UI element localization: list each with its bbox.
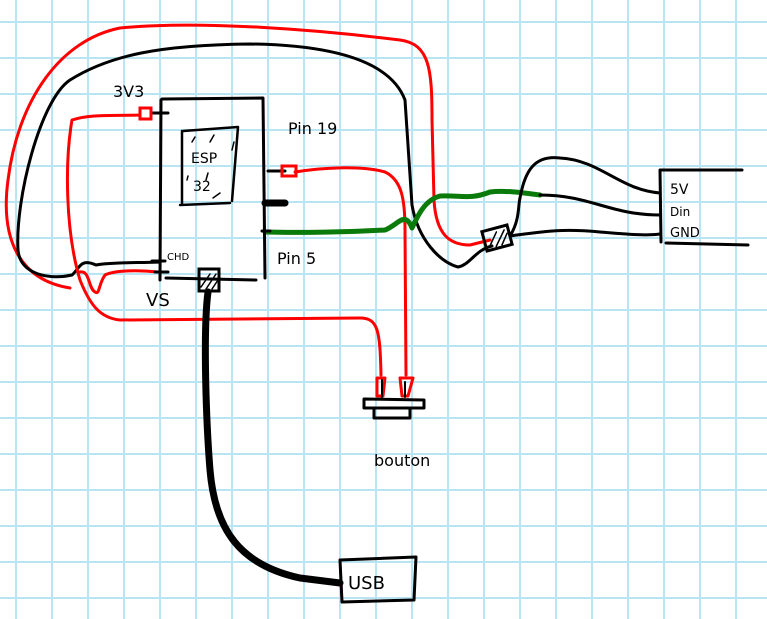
esp32-chip-hatch [186,134,235,199]
label-pin5: Pin 5 [277,249,316,268]
red-wire-pin19-to-button [293,166,408,377]
label-pin19: Pin 19 [288,119,337,138]
black-wire-5v [518,156,662,200]
led-strip-pin-5v: 5V [670,182,689,198]
led-strip-pin-gnd: GND [670,226,700,241]
connector-3v3 [138,106,153,121]
usb-plug-at-board [197,267,221,293]
usb-connector: USB [338,555,418,604]
connector-pin19 [280,164,298,178]
red-wire-outer-loop [4,23,492,290]
usb-label: USB [348,573,385,594]
esp32-label-line2: 32 [193,179,211,195]
button-label: bouton [374,451,430,470]
red-wire-3v3-to-button [65,113,383,377]
green-wire-data [262,188,543,235]
led-strip-pin-din: Din [670,205,690,219]
led-strip-outline [658,168,750,247]
label-vs: VS [146,290,170,311]
esp32-chip [178,125,240,207]
gnd-connector [480,223,514,253]
black-wire-gnd [508,228,662,238]
esp32-board [158,96,267,282]
push-button [362,376,426,420]
label-3v3: 3V3 [113,82,144,101]
black-wire-outer-loop [16,42,494,279]
usb-cable [201,288,344,587]
red-wire-vs [78,269,160,295]
esp32-label-line1: ESP [191,151,217,167]
black-wire-din [538,193,662,217]
black-wire-gnd-up [508,196,522,238]
label-chd: CHD [167,252,190,263]
